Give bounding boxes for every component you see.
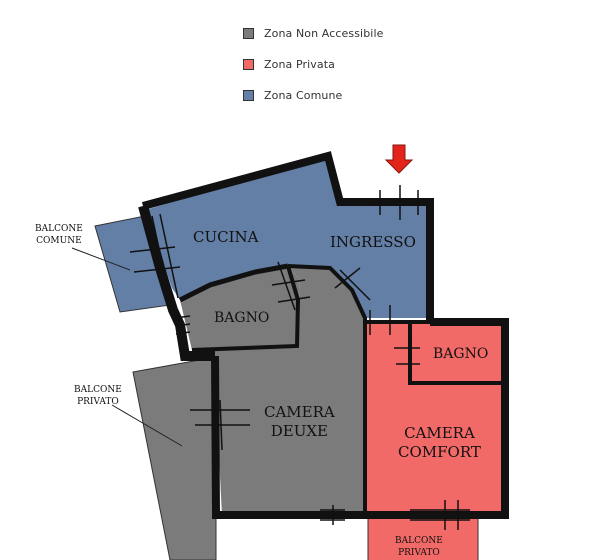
legend-item-non-accessibile: Zona Non Accessibile (243, 26, 383, 40)
room-label-camera-deluxe: CAMERA DEUXE (264, 403, 335, 441)
opening-marks (129, 185, 470, 530)
legend-swatch-non-accessibile (243, 27, 254, 39)
room-label-bagno-comune: BAGNO (214, 310, 270, 326)
balcone-privato-bottom-area (368, 515, 478, 560)
room-label-camera-comfort-line2: COMFORT (398, 442, 481, 461)
room-label-cucina: CUCINA (193, 228, 259, 246)
annotation-balcone-comune: BALCONE COMUNE (35, 224, 83, 247)
room-label-camera-deluxe-line1: CAMERA (264, 403, 335, 421)
legend-label-comune: Zona Comune (264, 88, 343, 102)
camera-comfort-area (367, 320, 505, 515)
annotation-balcone-privato-bottom-line1: BALCONE (395, 536, 443, 546)
room-label-camera-deluxe-line2: DEUXE (270, 421, 328, 440)
annotation-balcone-privato-left-line1: BALCONE (74, 385, 122, 395)
annotation-balcone-comune-line1: BALCONE (35, 224, 83, 234)
annotation-balcone-comune-line2: COMUNE (36, 235, 82, 246)
legend-swatch-comune (243, 89, 254, 101)
down-arrow-icon (384, 144, 414, 174)
room-label-camera-comfort-line1: CAMERA (404, 424, 475, 442)
legend-item-privata: Zona Privata (243, 57, 335, 71)
annotation-balcone-privato-bottom-line2: PRIVATO (398, 547, 440, 558)
legend-item-comune: Zona Comune (243, 88, 342, 102)
inner-walls (178, 263, 505, 515)
annotation-leaders (71, 247, 183, 447)
room-label-bagno-privato: BAGNO (433, 346, 489, 362)
legend-swatch-privata (243, 58, 254, 70)
room-label-camera-comfort: CAMERA COMFORT (398, 424, 481, 462)
legend-label-privata: Zona Privata (264, 57, 335, 71)
annotation-balcone-privato-bottom: BALCONE PRIVATO (395, 536, 443, 559)
cucina-ingresso-area (145, 158, 426, 318)
annotation-balcone-privato-left: BALCONE PRIVATO (74, 385, 122, 408)
legend-label-non-accessibile: Zona Non Accessibile (264, 26, 384, 40)
annotation-balcone-privato-left-line2: PRIVATO (77, 396, 119, 407)
room-label-ingresso: INGRESSO (330, 233, 416, 251)
balcone-privato-left-outline (132, 356, 217, 560)
camera-deluxe-area (192, 266, 367, 515)
balcone-privato-left-area (133, 357, 216, 560)
